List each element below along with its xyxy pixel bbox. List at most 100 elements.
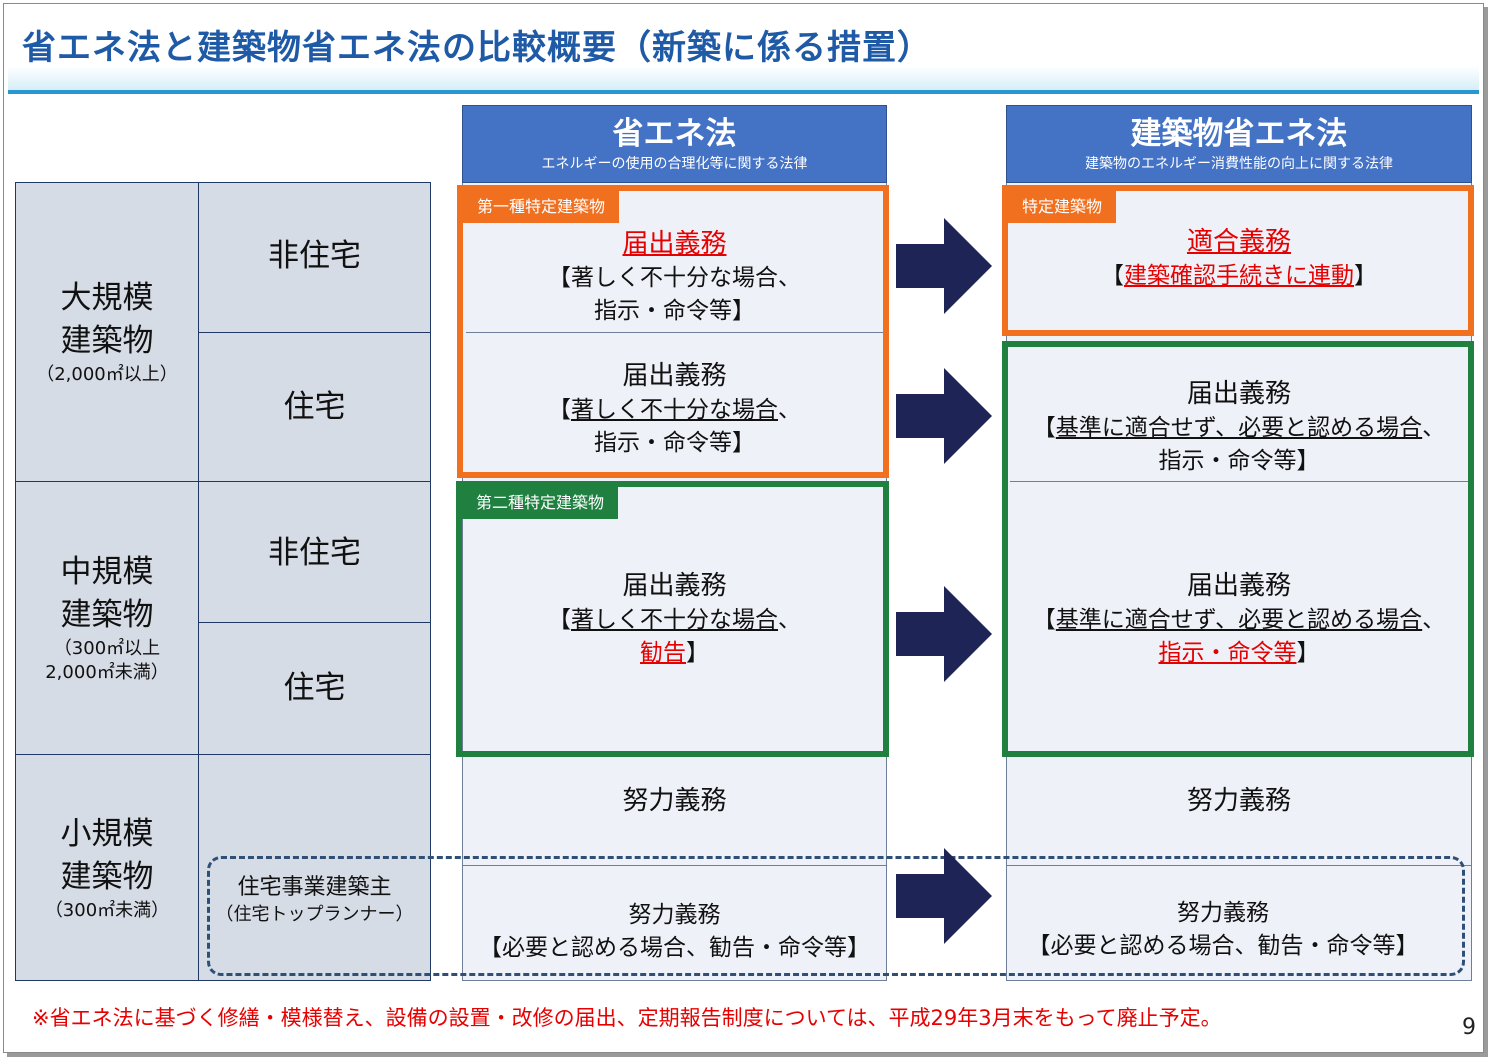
instruction-order-emphasis: 指示・命令等 <box>1158 640 1297 666</box>
text-line: 【必要と認める場合、勧告・命令等】 <box>479 935 870 961</box>
text-line: 【建築確認手続きに連動】 <box>1101 260 1377 293</box>
text-line: 指示・命令等】 <box>1158 448 1320 474</box>
arrow-right-icon <box>896 848 992 944</box>
building-large-nonres-text: 適合義務 【建築確認手続きに連動】 <box>1006 224 1472 293</box>
energy-act-subtitle: エネルギーの使用の合理化等に関する法律 <box>541 156 808 172</box>
builder-label-line2: （住宅トップランナー） <box>215 904 414 925</box>
second-class-box <box>456 481 889 757</box>
energy-large-res-text: 届出義務 【著しく不十分な場合、 指示・命令等】 <box>462 358 887 460</box>
builder-label-line1: 住宅事業建築主 <box>237 875 392 900</box>
energy-small-text: 努力義務 <box>462 783 887 819</box>
building-confirmation-emphasis: 建築確認手続きに連動 <box>1124 263 1354 289</box>
specified-building-tag: 特定建築物 <box>1008 191 1117 223</box>
bracket: 】 <box>686 640 709 666</box>
recommendation-emphasis: 勧告 <box>640 640 686 666</box>
top-runner-dashed-box <box>207 856 1465 976</box>
bracket: 】 <box>1354 263 1377 289</box>
bracket: 【 <box>1032 415 1056 441</box>
duty-text: 努力義務 <box>628 902 721 928</box>
text-line: 【基準に適合せず、必要と認める場合、 <box>1033 412 1445 445</box>
page-number: 9 <box>1462 1015 1476 1040</box>
large-nonres-text: 非住宅 <box>268 238 361 274</box>
comma: 、 <box>1422 607 1446 633</box>
slide-frame <box>3 3 1484 1053</box>
building-act-subtitle: 建築物のエネルギー消費性能の向上に関する法律 <box>1085 156 1393 172</box>
medium-building-label: 中規模 建築物 （300㎡以上 2,000㎡未満） <box>15 481 199 755</box>
second-class-tag: 第二種特定建築物 <box>462 487 619 519</box>
arrow-right-icon <box>896 586 992 682</box>
energy-act-header: 省エネ法 エネルギーの使用の合理化等に関する法律 <box>462 105 887 183</box>
medium-nonres-text: 非住宅 <box>268 535 361 571</box>
condition-text: 著しく不十分な場合 <box>571 607 778 633</box>
text-line: 指示・命令等】 <box>594 430 755 456</box>
medium-nonres-label: 非住宅 <box>198 481 431 623</box>
medium-label-line1: 中規模 <box>60 554 154 590</box>
small-builder-label: 住宅事業建築主 （住宅トップランナー） <box>198 754 431 981</box>
energy-act-title: 省エネ法 <box>612 116 737 152</box>
large-label-sub: （2,000㎡以上） <box>36 364 178 385</box>
energy-large-nonres-text: 届出義務 【著しく不十分な場合、 指示・命令等】 <box>462 226 887 328</box>
bracket: 【 <box>548 607 571 633</box>
duty-text: 届出義務 <box>1186 571 1291 601</box>
building-medium-text: 届出義務 【基準に適合せず、必要と認める場合、 指示・命令等】 <box>1006 568 1472 670</box>
energy-medium-text: 届出義務 【著しく不十分な場合、 勧告】 <box>462 568 887 670</box>
building-act-column <box>1006 182 1472 981</box>
duty-text: 届出義務 <box>622 361 727 391</box>
building-act-title: 建築物省エネ法 <box>1130 116 1348 152</box>
first-class-box <box>457 185 889 478</box>
text-line: 勧告】 <box>640 637 709 670</box>
large-label-line2: 建築物 <box>60 323 154 359</box>
duty-text: 届出義務 <box>1186 379 1291 409</box>
text-line: 指示・命令等】 <box>594 298 755 324</box>
duty-text: 届出義務 <box>622 571 727 601</box>
small-building-label: 小規模 建築物 （300㎡未満） <box>15 754 199 981</box>
bracket: 】 <box>1296 640 1320 666</box>
text-line: 【著しく不十分な場合、 <box>548 604 801 637</box>
first-class-tag: 第一種特定建築物 <box>463 191 620 223</box>
title-band <box>8 66 1479 90</box>
building-act-header: 建築物省エネ法 建築物のエネルギー消費性能の向上に関する法律 <box>1006 105 1472 183</box>
energy-act-column <box>462 182 887 981</box>
medium-label-sub2: 2,000㎡未満） <box>45 662 169 683</box>
title-underline <box>8 90 1479 94</box>
text-line: 【著しく不十分な場合、 <box>548 265 801 291</box>
duty-text: 努力義務 <box>622 786 727 816</box>
notification-green-box <box>1002 341 1474 757</box>
large-res-label: 住宅 <box>198 332 431 482</box>
duty-text: 努力義務 <box>1177 900 1269 926</box>
bracket: 【 <box>548 397 571 423</box>
medium-label-sub1: （300㎡以上 <box>53 638 161 659</box>
building-small-text: 努力義務 <box>1006 783 1472 819</box>
large-label-line1: 大規模 <box>60 280 154 316</box>
large-building-label: 大規模 建築物 （2,000㎡以上） <box>15 182 199 482</box>
duty-text: 努力義務 <box>1186 786 1291 816</box>
medium-res-text: 住宅 <box>283 670 346 706</box>
divider <box>466 332 883 333</box>
comma: 、 <box>1422 415 1446 441</box>
comma: 、 <box>778 397 801 423</box>
text-line: 【著しく不十分な場合、 <box>548 394 801 427</box>
condition-text: 著しく不十分な場合 <box>571 397 778 423</box>
condition-text: 基準に適合せず、必要と認める場合 <box>1055 607 1423 633</box>
building-large-res-text: 届出義務 【基準に適合せず、必要と認める場合、 指示・命令等】 <box>1006 376 1472 478</box>
divider <box>1010 481 1468 482</box>
small-label-line1: 小規模 <box>60 815 154 852</box>
energy-builder-text: 努力義務 【必要と認める場合、勧告・命令等】 <box>462 899 887 965</box>
text-line: 【必要と認める場合、勧告・命令等】 <box>1027 933 1419 959</box>
medium-res-label: 住宅 <box>198 622 431 755</box>
comma: 、 <box>778 607 801 633</box>
compliance-duty-emphasis: 適合義務 <box>1186 227 1291 257</box>
divider <box>462 865 887 866</box>
notification-duty-emphasis: 届出義務 <box>622 229 727 259</box>
footnote: ※省エネ法に基づく修繕・模様替え、設備の設置・改修の届出、定期報告制度については… <box>32 1006 1222 1030</box>
divider <box>1006 865 1472 866</box>
building-builder-text: 努力義務 【必要と認める場合、勧告・命令等】 <box>990 897 1456 963</box>
medium-label-line2: 建築物 <box>60 597 154 633</box>
large-nonres-label: 非住宅 <box>198 182 431 333</box>
condition-text: 基準に適合せず、必要と認める場合 <box>1055 415 1423 441</box>
arrow-right-icon <box>896 218 992 314</box>
page-title: 省エネ法と建築物省エネ法の比較概要（新築に係る措置） <box>22 28 932 68</box>
bracket: 【 <box>1101 263 1124 289</box>
small-label-line2: 建築物 <box>60 858 154 895</box>
text-line: 指示・命令等】 <box>1159 637 1320 670</box>
